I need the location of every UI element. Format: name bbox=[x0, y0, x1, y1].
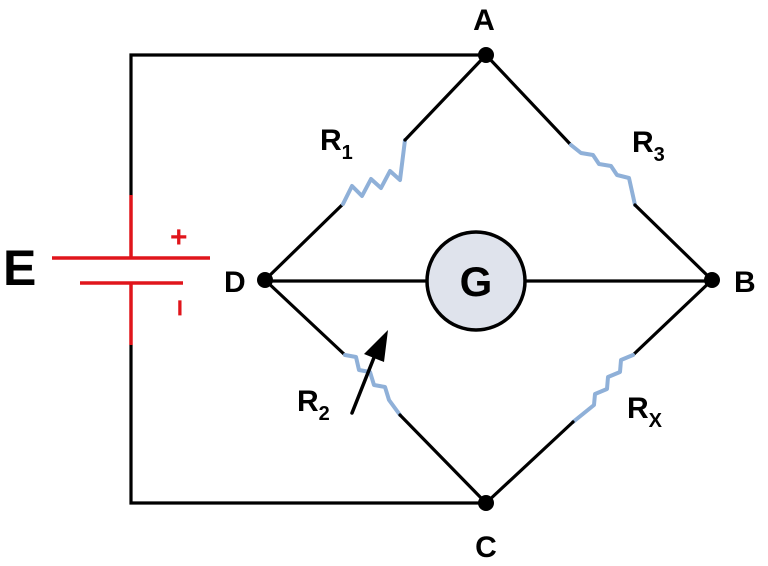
wire-bottom bbox=[129, 343, 488, 505]
node-b bbox=[704, 272, 720, 288]
label-rx: RX bbox=[627, 392, 663, 432]
wire-rx-c bbox=[484, 420, 575, 505]
node-d-label: D bbox=[224, 266, 246, 299]
wire-r2-c bbox=[398, 413, 488, 505]
resistor-r3 bbox=[569, 143, 637, 207]
battery-e bbox=[52, 195, 210, 345]
arm-d-c bbox=[263, 278, 488, 505]
node-b-label: B bbox=[734, 266, 756, 299]
label-r1-sub: 1 bbox=[342, 142, 353, 164]
wire-top bbox=[129, 53, 488, 197]
label-r2: R2 bbox=[297, 385, 330, 425]
arm-a-b bbox=[484, 53, 714, 282]
resistor-rx bbox=[571, 353, 635, 424]
label-rx-main: R bbox=[627, 392, 649, 425]
label-r2-sub: 2 bbox=[319, 403, 330, 425]
node-d bbox=[257, 272, 273, 288]
label-r2-main: R bbox=[297, 385, 319, 418]
resistor-r1 bbox=[341, 138, 407, 206]
node-c bbox=[478, 495, 494, 511]
label-r3-main: R bbox=[632, 126, 654, 159]
wire-b-rx bbox=[631, 278, 714, 357]
wire-a-r3 bbox=[484, 53, 573, 147]
label-r3-sub: 3 bbox=[654, 144, 665, 166]
battery-minus-sign: − bbox=[163, 299, 196, 317]
wire-r3-b bbox=[633, 203, 714, 282]
label-r1-main: R bbox=[320, 124, 342, 157]
node-a-label: A bbox=[473, 4, 495, 37]
galvanometer bbox=[425, 230, 527, 332]
node-a bbox=[478, 47, 494, 63]
wire-d-r2 bbox=[263, 278, 347, 357]
source-label: E bbox=[3, 240, 36, 296]
wire-r1-a bbox=[403, 53, 488, 142]
battery-plus-sign: + bbox=[170, 221, 188, 254]
variable-resistor-arrow bbox=[350, 330, 388, 415]
label-rx-sub: X bbox=[649, 410, 663, 432]
label-r1: R1 bbox=[320, 124, 353, 164]
arm-b-c bbox=[484, 278, 714, 505]
resistor-r2 bbox=[343, 353, 402, 417]
node-c-label: C bbox=[475, 531, 497, 564]
galvanometer-label: G bbox=[460, 258, 493, 305]
wire-d-r1 bbox=[263, 202, 345, 282]
label-r3: R3 bbox=[632, 126, 665, 166]
arm-d-a bbox=[263, 53, 488, 282]
